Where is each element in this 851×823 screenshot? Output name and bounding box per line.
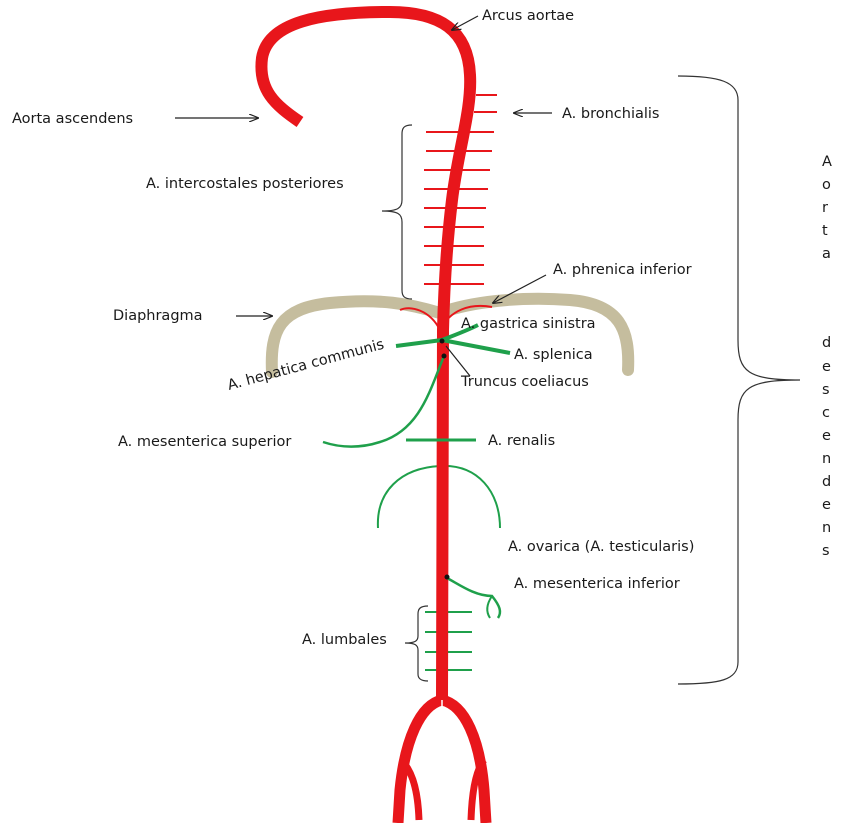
- mesenterica-inferior-twig: [487, 596, 492, 618]
- lumbales-brace: [405, 606, 428, 681]
- aorta-descendens-letter: e: [822, 497, 831, 513]
- aorta-descendens-letter: s: [822, 382, 830, 398]
- label-truncus-coeliacus: Truncus coeliacus: [460, 374, 589, 390]
- label-aorta-descendens: A o r t a d e s c e n d e n s: [822, 154, 832, 559]
- aorta-descendens-letter: s: [822, 543, 830, 559]
- aorta-descendens-letter: n: [822, 520, 831, 536]
- label-a-splenica: A. splenica: [514, 347, 593, 363]
- aorta-descendens-letter: t: [822, 223, 828, 239]
- aorta-descendens-letter: A: [822, 154, 832, 170]
- label-a-renalis: A. renalis: [488, 433, 555, 449]
- aorta-descendens-letter: o: [822, 177, 831, 193]
- aorta-descendens-letter: e: [822, 428, 831, 444]
- label-a-bronchialis: A. bronchialis: [562, 106, 659, 122]
- origin-dot-mesenterica-superior: [442, 354, 447, 359]
- mesenterica-superior-vessel: [323, 356, 444, 447]
- label-a-mesenterica-superior: A. mesenterica superior: [118, 434, 291, 450]
- label-a-phrenica-inferior: A. phrenica inferior: [553, 262, 692, 278]
- splenica-vessel: [442, 340, 510, 353]
- aorta-descendens-brace: [678, 76, 800, 684]
- aorta-descendens-letter: r: [822, 200, 828, 216]
- aorta-descendens-letter: d: [822, 335, 831, 351]
- label-a-gastrica-sinistra: A. gastrica sinistra: [461, 316, 596, 332]
- aorta-descendens-letter: e: [822, 359, 831, 375]
- label-a-mesenterica-inferior: A. mesenterica inferior: [514, 576, 680, 592]
- label-a-intercostales: A. intercostales posteriores: [146, 176, 344, 192]
- pointer-truncus-coeliacus: [446, 346, 470, 376]
- aorta-descendens-letter: c: [822, 405, 830, 421]
- origin-dot-mesenterica-inferior: [445, 575, 450, 580]
- lumbar-branches: [425, 612, 472, 670]
- arrow-arcus-aortae: [452, 16, 478, 30]
- intercostal-brace: [382, 125, 412, 299]
- hepatica-communis-vessel: [396, 340, 442, 346]
- label-a-lumbales: A. lumbales: [302, 632, 387, 648]
- label-aorta-ascendens: Aorta ascendens: [12, 111, 133, 127]
- label-arcus-aortae: Arcus aortae: [482, 8, 574, 24]
- aorta-descendens-letter: n: [822, 451, 831, 467]
- label-a-ovarica: A. ovarica (A. testicularis): [508, 539, 694, 555]
- label-diaphragma: Diaphragma: [113, 308, 203, 324]
- aorta-descendens-letter: a: [822, 246, 831, 262]
- aorta-descendens-letter: d: [822, 474, 831, 490]
- label-a-hepatica-communis: A. hepatica communis: [226, 337, 386, 394]
- origin-dot-coeliac: [440, 339, 445, 344]
